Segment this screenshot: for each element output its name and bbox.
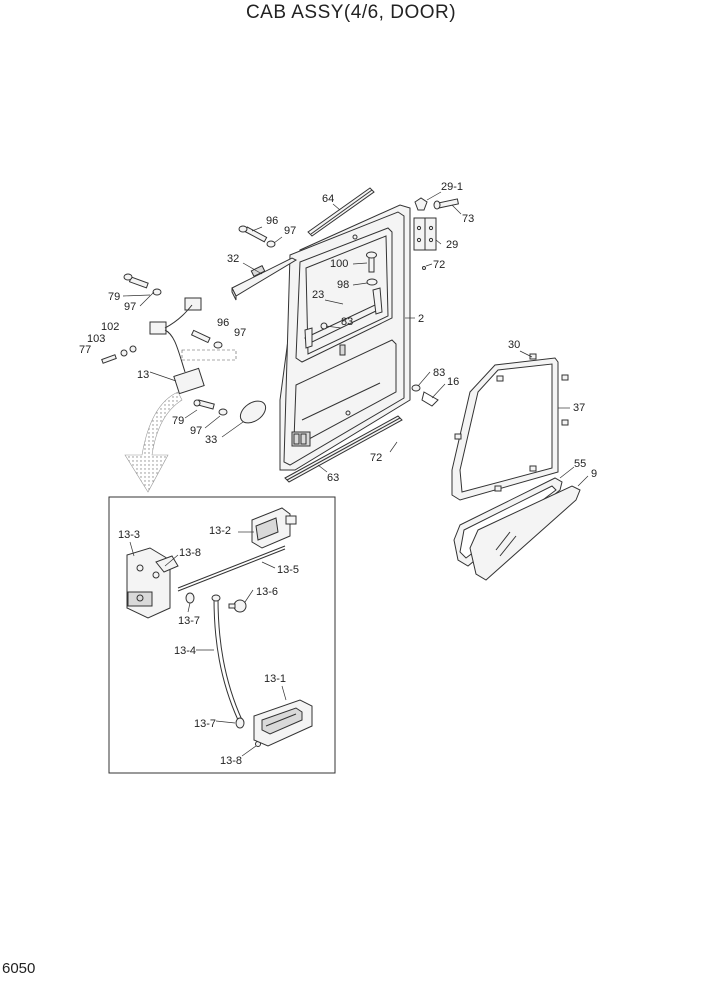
callout-23: 23 xyxy=(312,289,324,301)
callout-97: 97 xyxy=(234,327,246,339)
callout-96: 96 xyxy=(266,215,278,227)
callout-32: 32 xyxy=(227,253,239,265)
callout-30: 30 xyxy=(508,339,520,351)
callout-13-8: 13-8 xyxy=(179,547,201,559)
grip-handle-23 xyxy=(304,287,383,349)
window-seal-37 xyxy=(451,353,569,501)
bushing-13-6 xyxy=(228,599,247,613)
callout-13-6: 13-6 xyxy=(256,586,278,598)
callout-29: 29 xyxy=(446,239,458,251)
callout-83: 83 xyxy=(341,316,353,328)
leader-lines xyxy=(122,191,589,757)
switch-assembly xyxy=(101,273,237,395)
callout-96: 96 xyxy=(217,317,229,329)
callout-13-7: 13-7 xyxy=(178,615,200,627)
clip-13-7-upper xyxy=(185,592,195,604)
callout-16: 16 xyxy=(447,376,459,388)
callout-77: 77 xyxy=(79,344,91,356)
callout-83: 83 xyxy=(433,367,445,379)
callout-33: 33 xyxy=(205,434,217,446)
callout-100: 100 xyxy=(330,258,348,270)
door-frame xyxy=(279,204,411,471)
callout-98: 98 xyxy=(337,279,349,291)
page-number: 6050 xyxy=(2,960,36,977)
weather-strip-63 xyxy=(284,415,403,483)
callout-97: 97 xyxy=(124,301,136,313)
inside-handle-13-1 xyxy=(253,699,313,747)
rod-13-4 xyxy=(211,594,243,721)
page-title: CAB ASSY(4/6, DOOR) xyxy=(245,2,457,23)
callout-9: 9 xyxy=(591,468,597,480)
callout-13-1: 13-1 xyxy=(264,673,286,685)
callout-13: 13 xyxy=(137,369,149,381)
callout-79: 79 xyxy=(108,291,120,303)
callout-13-7: 13-7 xyxy=(194,718,216,730)
callout-13-4: 13-4 xyxy=(174,645,196,657)
clip-13-7-lower xyxy=(235,717,245,729)
callout-97: 97 xyxy=(190,425,202,437)
callout-79: 79 xyxy=(172,415,184,427)
rod-13-5 xyxy=(177,545,286,589)
callout-labels: 64 29-1 73 96 97 29 32 72 100 98 79 97 2… xyxy=(79,181,597,767)
glass-9 xyxy=(469,485,581,581)
weather-strip-64 xyxy=(307,187,375,237)
bolt-96-upper xyxy=(238,225,276,248)
callout-13-5: 13-5 xyxy=(277,564,299,576)
hinge-29 xyxy=(413,197,459,270)
detail-arrow xyxy=(124,391,183,493)
detail-view-box xyxy=(108,496,336,774)
callout-97: 97 xyxy=(284,225,296,237)
bolt-100 xyxy=(320,251,378,330)
callout-103: 103 xyxy=(87,333,105,345)
callout-64: 64 xyxy=(322,193,334,205)
callout-102: 102 xyxy=(101,321,119,333)
callout-63: 63 xyxy=(327,472,339,484)
callout-72: 72 xyxy=(370,452,382,464)
striker-16 xyxy=(411,384,439,407)
callout-2: 2 xyxy=(418,313,424,325)
callout-55: 55 xyxy=(574,458,586,470)
remote-lever-13-2 xyxy=(251,507,297,549)
door-lock-13-3 xyxy=(126,547,179,619)
callout-73: 73 xyxy=(462,213,474,225)
callout-29-1: 29-1 xyxy=(441,181,463,193)
callout-13-8: 13-8 xyxy=(220,755,242,767)
callout-13-2: 13-2 xyxy=(209,525,231,537)
cover-plate-32 xyxy=(231,257,298,301)
callout-72: 72 xyxy=(433,259,445,271)
cover-33 xyxy=(193,399,267,424)
callout-13-3: 13-3 xyxy=(118,529,140,541)
callout-37: 37 xyxy=(573,402,585,414)
